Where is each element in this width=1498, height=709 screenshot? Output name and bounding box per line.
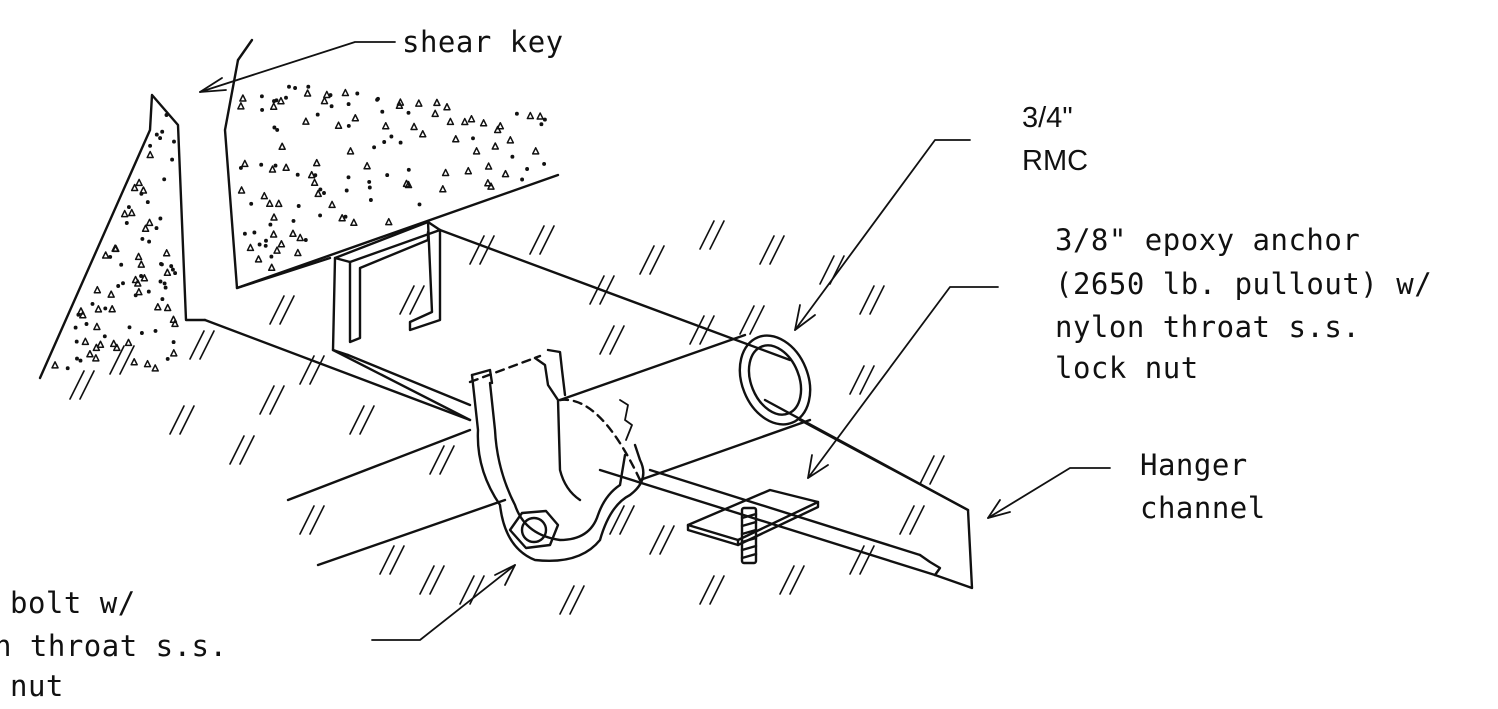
- threaded-rod: [740, 506, 758, 565]
- hanger-channel: [331, 220, 974, 590]
- concrete-left-wall: [38, 93, 207, 380]
- shear-key-concrete: [223, 38, 560, 290]
- epoxy-anchor: [686, 488, 820, 565]
- rmc-conduit: [468, 333, 812, 482]
- leader-hanger: [987, 467, 1111, 519]
- label-anchor-line-4: lock nut: [1055, 351, 1199, 385]
- leader-rmc: [794, 139, 971, 331]
- leader-bolt: [371, 564, 516, 641]
- leader-shear-key: [199, 41, 396, 93]
- label-shear-key: shear key: [402, 25, 564, 59]
- leader-lines: [199, 41, 1111, 641]
- leader-anchor: [807, 286, 999, 479]
- label-bolt-line-1: bolt w/: [10, 586, 136, 620]
- ceiling-edges: [203, 256, 507, 567]
- pipe-clamp: [470, 348, 645, 562]
- label-rmc: RMC: [1022, 145, 1089, 177]
- label-hanger-line-2: channel: [1140, 491, 1266, 525]
- label-rmc-size: 3/4": [1022, 102, 1073, 134]
- label-anchor-line-1: 3/8" epoxy anchor: [1055, 223, 1361, 257]
- hex-bolt-head: [508, 509, 560, 550]
- label-bolt-line-2: n throat s.s.: [0, 629, 228, 663]
- label-hanger-line-1: Hanger: [1140, 448, 1248, 482]
- label-anchor-line-2: (2650 lb. pullout) w/: [1055, 267, 1433, 301]
- label-bolt-line-3: nut: [10, 669, 64, 703]
- ceiling-hatching: [69, 220, 945, 615]
- label-anchor-line-3: nylon throat s.s.: [1055, 310, 1361, 344]
